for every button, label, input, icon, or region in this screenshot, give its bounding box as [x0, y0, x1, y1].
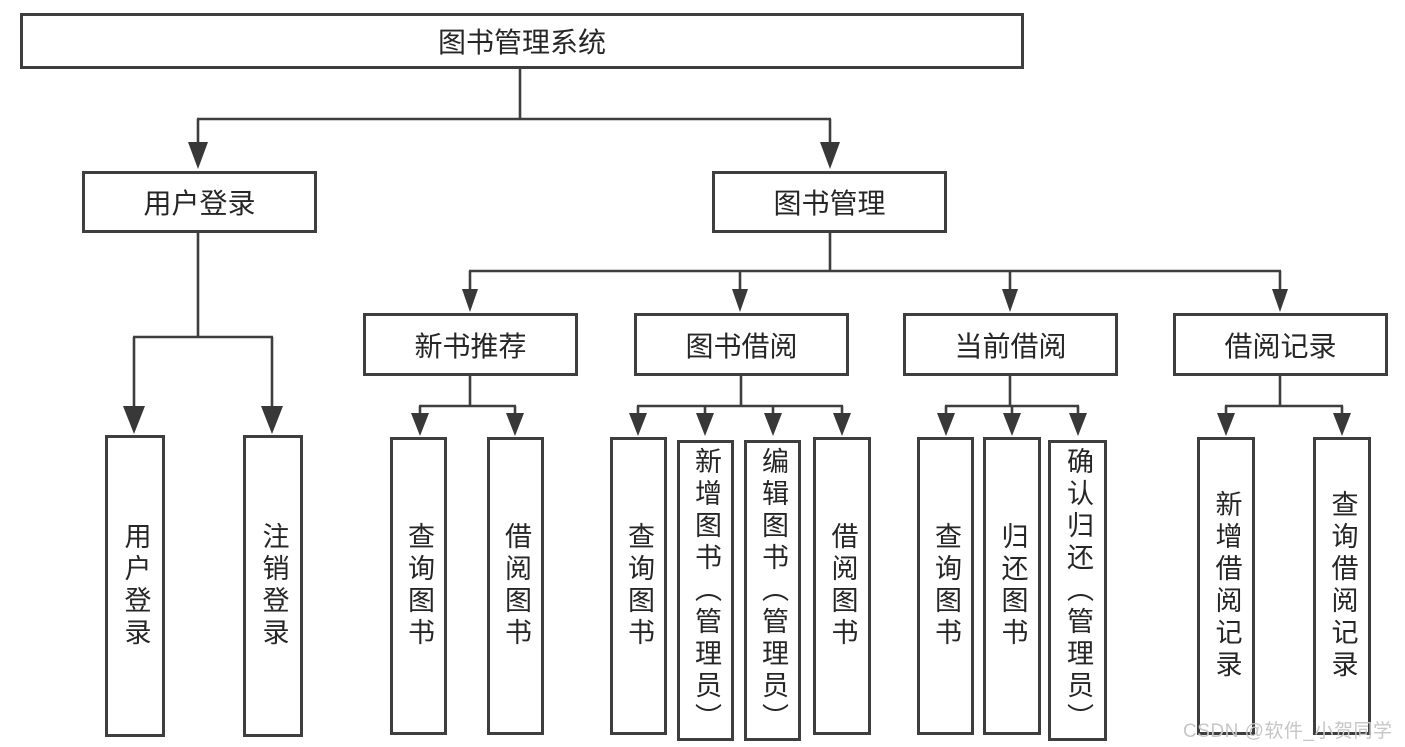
leaf-add-books-admin: 新增图书（管理员） [677, 440, 734, 741]
node-library-system: 图书管理系统 [20, 13, 1024, 69]
node-book-borrowing: 图书借阅 [634, 313, 849, 376]
connector-book-borrowing-branch [629, 376, 851, 436]
connector-user-login-branch [123, 233, 283, 434]
leaf-borrow-books-borrowing: 借阅图书 [813, 437, 871, 735]
leaf-return-books: 归还图书 [983, 437, 1041, 735]
leaf-logout: 注销登录 [243, 435, 303, 737]
leaf-query-books-borrowing: 查询图书 [610, 437, 667, 735]
leaf-query-books-current: 查询图书 [917, 437, 974, 735]
node-book-management: 图书管理 [712, 171, 947, 233]
node-current-borrowing: 当前借阅 [903, 313, 1118, 376]
node-borrowing-records: 借阅记录 [1173, 313, 1388, 376]
csdn-watermark: CSDN @软件_小贺同学 [1183, 721, 1393, 742]
leaf-user-login: 用户登录 [105, 435, 165, 737]
connector-book-management-branch [462, 233, 1288, 312]
connector-root-to-level2 [188, 69, 840, 169]
connector-borrowing-records-branch [1217, 376, 1351, 436]
node-user-login: 用户登录 [82, 171, 317, 233]
leaf-borrow-books-recommend: 借阅图书 [487, 437, 544, 735]
leaf-query-borrowing-record: 查询借阅记录 [1313, 437, 1371, 735]
node-new-book-recommendation: 新书推荐 [363, 313, 578, 376]
connector-new-book-branch [411, 376, 524, 436]
leaf-edit-books-admin: 编辑图书（管理员） [744, 440, 801, 741]
leaf-confirm-return-admin: 确认归还（管理员） [1048, 440, 1107, 741]
leaf-add-borrowing-record: 新增借阅记录 [1197, 437, 1255, 735]
connector-current-borrowing-branch [937, 376, 1087, 436]
leaf-query-books-recommend: 查询图书 [390, 437, 447, 735]
